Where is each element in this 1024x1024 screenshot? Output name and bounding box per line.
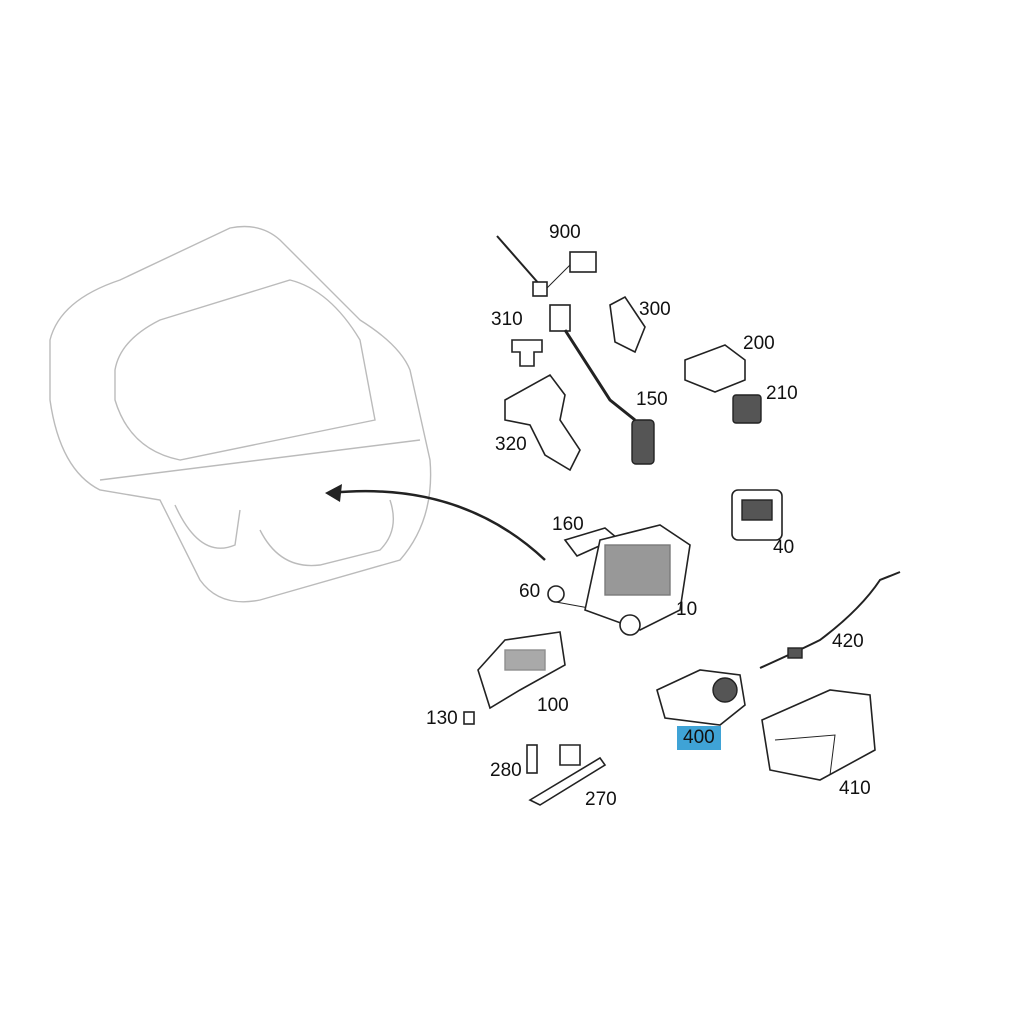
label-270[interactable]: 270: [585, 789, 617, 810]
label-900[interactable]: 900: [549, 222, 581, 243]
label-10[interactable]: 10: [676, 599, 698, 620]
tailgate-outline: [49, 225, 432, 603]
part-900-drawing: [496, 235, 597, 297]
arrow-head-icon: [325, 484, 342, 502]
label-420[interactable]: 420: [832, 631, 864, 652]
part-200-drawing: [684, 344, 746, 393]
label-150[interactable]: 150: [636, 389, 668, 410]
label-300[interactable]: 300: [639, 299, 671, 320]
label-310[interactable]: 310: [491, 309, 523, 330]
label-410[interactable]: 410: [839, 778, 871, 799]
part-420-drawing: [759, 571, 901, 669]
part-280-drawing: [526, 744, 538, 774]
arrow-line: [329, 489, 546, 561]
part-320-drawing: [504, 373, 581, 472]
label-100[interactable]: 100: [537, 695, 569, 716]
label-160[interactable]: 160: [552, 514, 584, 535]
part-130-drawing: [463, 711, 475, 725]
part-270-drawing: [528, 744, 607, 806]
part-400-drawing: [656, 669, 746, 726]
part-10-drawing: [584, 524, 691, 636]
label-280[interactable]: 280: [490, 760, 522, 781]
part-210-drawing: [732, 394, 762, 424]
label-130[interactable]: 130: [426, 708, 458, 729]
label-210[interactable]: 210: [766, 383, 798, 404]
label-200[interactable]: 200: [743, 333, 775, 354]
part-150-drawing: [549, 304, 655, 465]
part-300-drawing: [609, 295, 646, 354]
part-410-drawing: [761, 689, 876, 781]
label-40[interactable]: 40: [773, 537, 795, 558]
part-100-drawing: [477, 631, 566, 710]
label-60[interactable]: 60: [519, 581, 541, 602]
label-400-highlighted[interactable]: 400: [677, 726, 721, 750]
part-310-drawing: [511, 339, 543, 367]
label-320[interactable]: 320: [495, 434, 527, 455]
part-40-drawing: [731, 489, 783, 541]
